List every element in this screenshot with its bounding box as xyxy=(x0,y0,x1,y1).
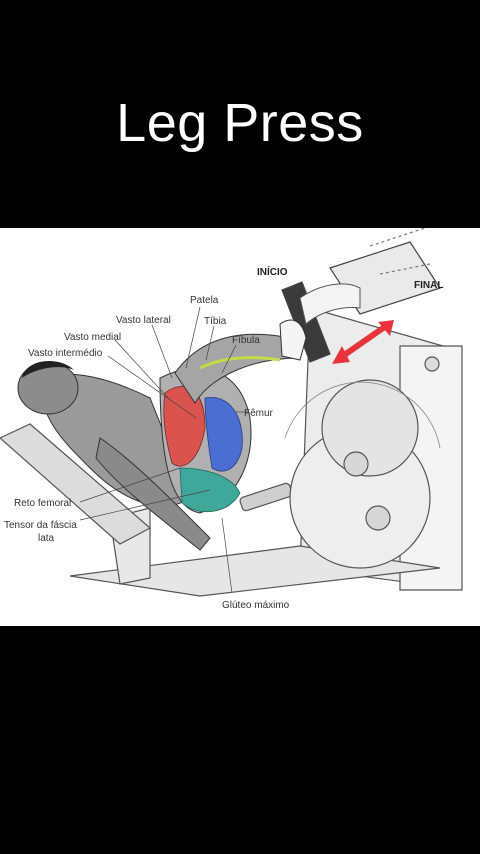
label-reto-femoral: Reto femoral xyxy=(14,498,71,509)
leader-lines xyxy=(79,306,248,594)
label-inicio: INÍCIO xyxy=(257,265,288,278)
label-tensor-line2: lata xyxy=(38,533,55,544)
label-final: FINAL xyxy=(414,280,443,291)
leg-press-diagram: INÍCIO FINAL Patela Vasto lateral Tíbia … xyxy=(0,228,480,626)
athlete-figure xyxy=(17,283,361,551)
movement-arrow xyxy=(332,320,394,364)
label-femur: Fêmur xyxy=(244,408,274,419)
label-vasto-medial: Vasto medial xyxy=(64,332,121,343)
label-patela: Patela xyxy=(190,295,219,306)
label-tibia: Tíbia xyxy=(204,316,227,327)
weight-plates xyxy=(284,379,441,569)
label-gluteo: Glúteo máximo xyxy=(222,600,290,611)
diagram-svg: INÍCIO FINAL Patela Vasto lateral Tíbia … xyxy=(0,228,463,611)
label-tensor-line1: Tensor da fáscia xyxy=(4,520,77,531)
label-fibula: Fíbula xyxy=(232,335,260,346)
page-title: Leg Press xyxy=(116,93,364,153)
label-vasto-intermedio: Vasto intermédio xyxy=(28,348,103,359)
label-vasto-lateral: Vasto lateral xyxy=(116,315,171,326)
